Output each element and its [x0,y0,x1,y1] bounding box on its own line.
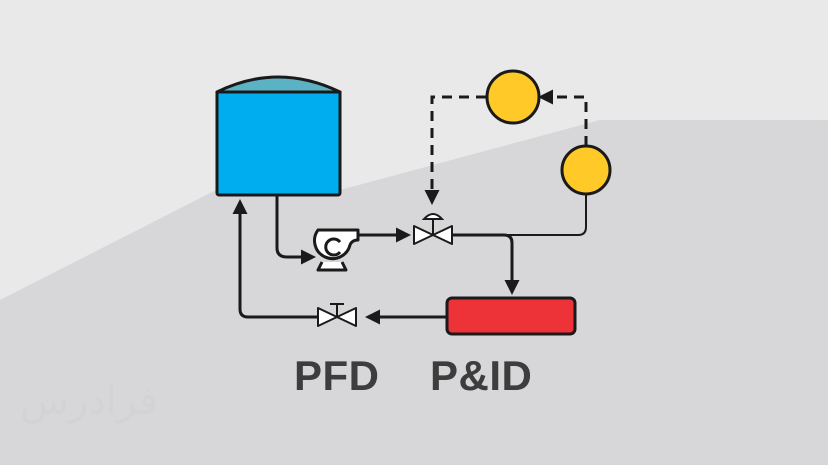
pipe-to-instrument [504,195,587,236]
heat-exchanger [445,296,577,336]
tank-body [215,90,342,197]
pfd-label: PFD [294,352,380,399]
signal-line-instrument-1-to-valve [424,95,486,205]
instrument-1 [485,69,541,125]
instrument-2 [560,144,612,196]
control-valve [413,213,453,245]
watermark-logo: فرادرس [20,378,159,424]
pump [313,228,360,272]
long-shadow [0,120,828,465]
pipe-return-to-tank [232,199,318,319]
pipe-tank-to-pump [275,195,316,265]
hand-valve [317,303,357,327]
storage-tank [215,75,342,197]
pid-label: P&ID [430,352,533,399]
